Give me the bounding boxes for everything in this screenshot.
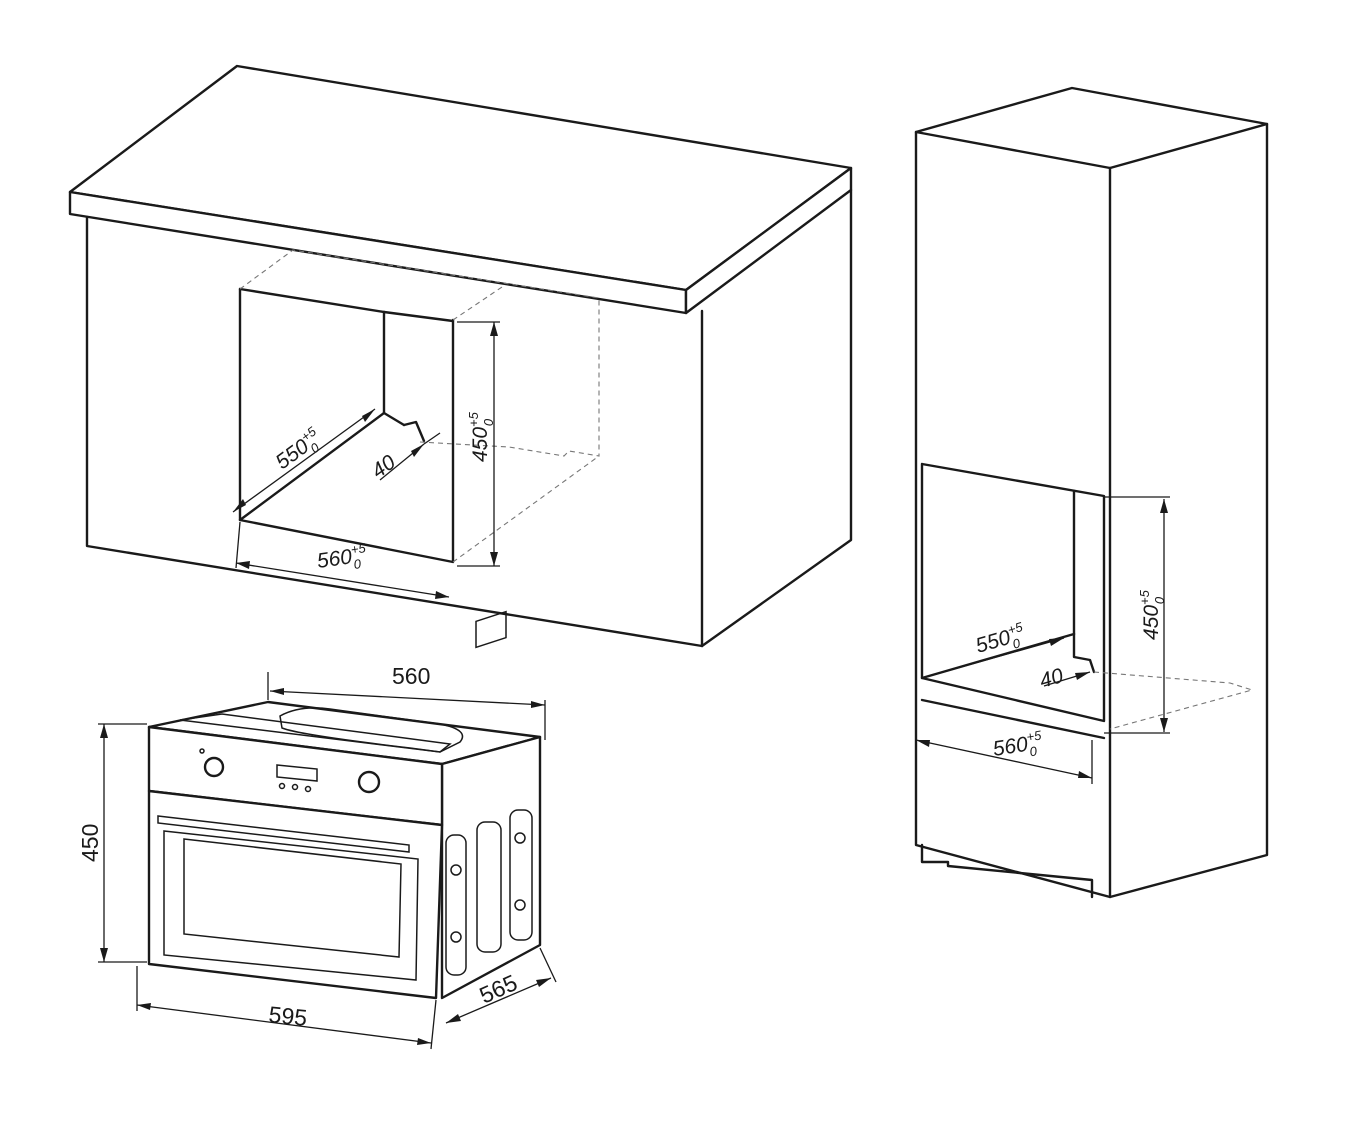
tall-arrow-560-b (1078, 771, 1092, 778)
tall-arrow-550 (1049, 638, 1064, 646)
tall-arrow-450-bottom (1160, 718, 1168, 732)
tall-cabinet-top (914, 86, 1269, 170)
oven-button-1 (278, 782, 286, 790)
dim-line-560 (235, 562, 450, 598)
oven-arrow-595-b (417, 1038, 431, 1045)
oven-side-vent (475, 610, 507, 649)
oven-indicator (199, 748, 205, 754)
tall-dim-text-40: 40 (1037, 664, 1066, 693)
hidden-floor (452, 455, 600, 563)
niche-top-left (238, 287, 386, 314)
oven-side-body (440, 735, 542, 1000)
niche-top-right (382, 310, 455, 323)
tall-niche-step (1072, 632, 1096, 674)
oven-side-rib-2 (476, 821, 502, 953)
oven-dim-text-595: 595 (267, 1001, 308, 1031)
oven-dim-ext-595-b (430, 999, 437, 1050)
oven-door-window-inner (183, 838, 402, 958)
svg-text:550+50: 550+50 (270, 423, 329, 477)
arrow-550-b (362, 409, 375, 422)
hidden-top-right (452, 284, 506, 321)
arrow-560-a (236, 561, 250, 569)
arrow-450-bottom (490, 552, 498, 566)
svg-text:560+50: 560+50 (315, 540, 369, 577)
oven-dim-line-595 (136, 1004, 432, 1044)
oven-dim-line-560 (269, 690, 546, 706)
undercounter-cabinet: 550+50 40 450+50 560+50 (68, 64, 853, 648)
tall-niche-floor-front (920, 698, 1106, 740)
cabinet-side (700, 188, 853, 648)
dim-ext-40 (423, 432, 441, 445)
svg-text:560+50: 560+50 (991, 727, 1046, 765)
oven-arrow-565-b (536, 978, 551, 987)
oven-appliance: 560 450 595 565 (77, 610, 557, 1050)
oven-dim-text-560: 560 (392, 663, 430, 689)
tall-cabinet-front (914, 130, 1112, 899)
oven-arrow-450-bottom (100, 948, 108, 962)
svg-text:40: 40 (367, 451, 400, 484)
dim-ext-560-left (235, 521, 241, 569)
svg-text:40: 40 (1037, 664, 1066, 693)
oven-dim-ext-565 (539, 947, 557, 983)
oven-dim-line-565 (445, 977, 552, 1024)
oven-arrow-560-a (270, 688, 284, 695)
oven-arrow-560-b (531, 701, 545, 708)
tall-arrow-560-a (916, 740, 930, 747)
oven-side-screw-2 (450, 931, 462, 943)
oven-display (276, 764, 318, 782)
niche-floor-back (382, 411, 406, 427)
oven-dim-text-450: 450 (77, 824, 103, 862)
oven-knob-right (357, 770, 381, 794)
dim-text-450: 450+50 (466, 411, 496, 462)
oven-arrow-450-top (100, 724, 108, 738)
tall-dim-text-560: 560+50 (991, 727, 1046, 765)
tall-cabinet-side (1108, 122, 1269, 899)
tall-cabinet: 550+50 40 450+50 560+50 (914, 86, 1269, 899)
svg-text:595: 595 (267, 1001, 308, 1031)
niche-front-outline (238, 287, 455, 564)
tall-dim-line-560 (915, 739, 1093, 779)
oven-side-screw-3 (514, 832, 526, 844)
oven-button-2 (291, 783, 299, 791)
tall-arrow-450-top (1160, 499, 1168, 513)
tall-niche-outline (920, 462, 1106, 723)
dim-text-40: 40 (367, 451, 400, 484)
svg-text:450: 450 (77, 824, 103, 862)
arrow-40 (411, 444, 424, 457)
cabinet-front (85, 215, 704, 648)
oven-top-dome (279, 707, 464, 753)
oven-door-handle (157, 815, 410, 853)
oven-arrow-565-a (446, 1014, 461, 1023)
dim-line-550 (232, 408, 376, 513)
arrow-550-a (233, 499, 246, 512)
oven-side-rib-1 (445, 834, 467, 976)
svg-text:450+50: 450+50 (466, 411, 496, 462)
oven-side-rib-3 (509, 809, 533, 941)
oven-knob-left (203, 756, 225, 778)
arrow-450-top (490, 322, 498, 336)
svg-text:450+50: 450+50 (1137, 589, 1167, 640)
tall-dim-line-550 (921, 637, 1065, 679)
dim-text-560: 560+50 (315, 540, 369, 577)
tall-cabinet-plinth (920, 843, 1094, 899)
tall-dim-text-450: 450+50 (1137, 589, 1167, 640)
oven-door (147, 789, 444, 1000)
oven-door-window-outer (163, 830, 419, 981)
niche-floor-step (402, 420, 426, 443)
tall-hidden-floor (1093, 671, 1254, 730)
arrow-560-b (435, 591, 449, 599)
dim-text-550: 550+50 (270, 423, 329, 477)
niche-floor-edge (238, 411, 386, 522)
oven-button-3 (304, 785, 312, 793)
hidden-floor-back (419, 441, 510, 448)
tall-arrow-40 (1075, 672, 1090, 680)
oven-side-screw-4 (514, 899, 526, 911)
oven-side-screw-1 (450, 864, 462, 876)
oven-arrow-595-a (137, 1003, 151, 1010)
